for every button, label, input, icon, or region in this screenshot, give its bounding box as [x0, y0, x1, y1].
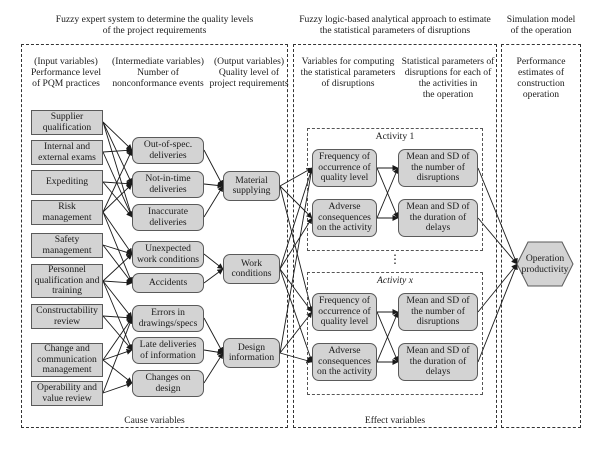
activity-1-mean-number: Mean and SD of the number of disruptions	[398, 149, 478, 187]
col-header-disruption-variables: Variables for computing the statistical …	[300, 56, 396, 89]
input-change-communication: Change and communication management	[31, 343, 103, 377]
output-to-adverse-arrow	[279, 185, 313, 219]
header-fuzzy-expert-system: Fuzzy expert system to determine the qua…	[55, 14, 254, 36]
intermediate-late-deliveries-information: Late deliveries of information	[132, 337, 204, 364]
input-to-intermediate-arrow	[102, 317, 133, 361]
intermediate-to-output-arrow	[203, 268, 224, 284]
panel-simulation-model	[501, 44, 581, 428]
input-to-intermediate-arrow	[102, 279, 133, 286]
activity-1-mean-duration: Mean and SD of the duration of delays	[398, 199, 478, 237]
input-to-intermediate-arrow	[102, 211, 133, 255]
input-safety-management: Safety management	[31, 233, 103, 258]
stats-to-productivity-arrow	[477, 167, 518, 265]
input-expediting: Expediting	[31, 170, 103, 195]
col-header-output-variables: (Output variables) Quality level of proj…	[209, 56, 289, 89]
activity-1-adverse-consequences: Adverse consequences on the activity	[312, 199, 377, 237]
operation-productivity-hexagon	[516, 241, 574, 287]
header-analytical-approach: Fuzzy logic-based analytical approach to…	[299, 14, 491, 36]
panel-fuzzy-expert-system	[21, 44, 288, 428]
input-to-intermediate-arrow	[102, 359, 133, 384]
col-header-performance-estimates: Performance estimates of construction op…	[516, 56, 566, 100]
input-to-intermediate-arrow	[102, 147, 133, 154]
activity-internal-arrow	[376, 167, 399, 219]
input-operability-value-review: Operability and value review	[31, 381, 103, 406]
intermediate-inaccurate-deliveries: Inaccurate deliveries	[132, 204, 204, 231]
output-to-frequency-arrow	[279, 311, 313, 354]
input-to-intermediate-arrow	[102, 211, 133, 284]
intermediate-to-output-arrow	[203, 317, 224, 354]
input-to-intermediate-arrow	[102, 253, 133, 282]
intermediate-unexpected-work-conditions: Unexpected work conditions	[132, 241, 204, 268]
output-to-adverse-arrow	[279, 268, 314, 363]
output-material-supplying: Material supplying	[223, 171, 280, 201]
intermediate-to-output-arrow	[203, 352, 224, 384]
output-to-frequency-arrow	[279, 167, 314, 270]
output-to-frequency-arrow	[279, 268, 313, 313]
activity-x-mean-duration: Mean and SD of the duration of delays	[398, 343, 478, 381]
intermediate-out-of-spec-deliveries: Out-of-spec. deliveries	[132, 137, 204, 164]
intermediate-to-output-arrow	[203, 349, 224, 356]
input-to-intermediate-arrow	[102, 121, 134, 218]
activity-x-mean-number: Mean and SD of the number of disruptions	[398, 293, 478, 331]
stats-to-productivity-arrow	[477, 263, 518, 363]
stats-to-productivity-arrow	[477, 217, 518, 265]
col-header-statistical-parameters: Statistical parameters of disruptions fo…	[401, 56, 495, 100]
output-to-frequency-arrow	[279, 167, 313, 187]
intermediate-not-in-time-deliveries: Not-in-time deliveries	[132, 171, 204, 198]
activity-1-frequency: Frequency of occurrence of quality level	[312, 149, 377, 187]
output-to-adverse-arrow	[279, 352, 313, 364]
input-to-intermediate-arrow	[102, 151, 133, 218]
input-risk-management: Risk management	[31, 200, 103, 225]
operation-productivity-label: Operation productivity	[521, 253, 569, 275]
footer-cause-variables: Cause variables	[124, 415, 185, 426]
input-personnel-qualification: Personnel qualification and training	[31, 264, 103, 298]
output-to-frequency-arrow	[279, 167, 315, 354]
input-to-intermediate-arrow	[102, 315, 133, 351]
output-to-frequency-arrow	[279, 185, 314, 313]
footer-effect-variables: Effect variables	[364, 415, 426, 426]
input-to-intermediate-arrow	[102, 244, 133, 256]
input-constructability-review: Constructability review	[31, 304, 103, 329]
stats-to-productivity-arrow	[477, 263, 518, 313]
activity-1-panel	[307, 128, 483, 251]
activity-x-frequency: Frequency of occurrence of quality level	[312, 293, 377, 331]
ellipsis-dots: ⋮	[389, 252, 401, 266]
intermediate-to-output-arrow	[203, 149, 224, 187]
input-to-intermediate-arrow	[102, 381, 133, 394]
col-header-input-variables: (Input variables) Performance level of P…	[30, 56, 102, 89]
input-to-intermediate-arrow	[102, 317, 133, 394]
activity-internal-arrow	[376, 311, 399, 363]
intermediate-errors-drawings-specs: Errors in drawings/specs	[132, 305, 204, 332]
input-to-intermediate-arrow	[102, 244, 133, 284]
header-simulation-model: Simulation model of the operation	[506, 14, 576, 36]
output-to-adverse-arrow	[279, 217, 313, 270]
input-to-intermediate-arrow	[102, 121, 133, 151]
output-work-conditions: Work conditions	[223, 254, 280, 284]
input-internal-external-exams: Internal and external exams	[31, 140, 103, 165]
output-design-information: Design information	[223, 338, 280, 368]
input-to-intermediate-arrow	[102, 280, 133, 351]
intermediate-changes-on-design: Changes on design	[132, 370, 204, 397]
panel-analytical-approach	[293, 44, 497, 428]
input-to-intermediate-arrow	[102, 149, 133, 213]
input-to-intermediate-arrow	[102, 121, 133, 185]
input-to-intermediate-arrow	[102, 181, 133, 218]
intermediate-accidents: Accidents	[132, 273, 204, 293]
intermediate-to-output-arrow	[203, 182, 224, 189]
input-supplier-qualification: Supplier qualification	[31, 110, 103, 135]
activity-x-adverse-consequences: Adverse consequences on the activity	[312, 343, 377, 381]
intermediate-to-output-arrow	[203, 185, 224, 218]
input-to-intermediate-arrow	[102, 183, 133, 213]
input-to-intermediate-arrow	[102, 280, 133, 319]
activity-1-title: Activity 1	[375, 131, 415, 142]
activity-x-title: Activity x	[377, 275, 413, 286]
intermediate-to-output-arrow	[203, 253, 224, 270]
activity-x-panel	[307, 272, 483, 395]
col-header-intermediate-variables: (Intermediate variables) Number of nonco…	[112, 56, 204, 89]
